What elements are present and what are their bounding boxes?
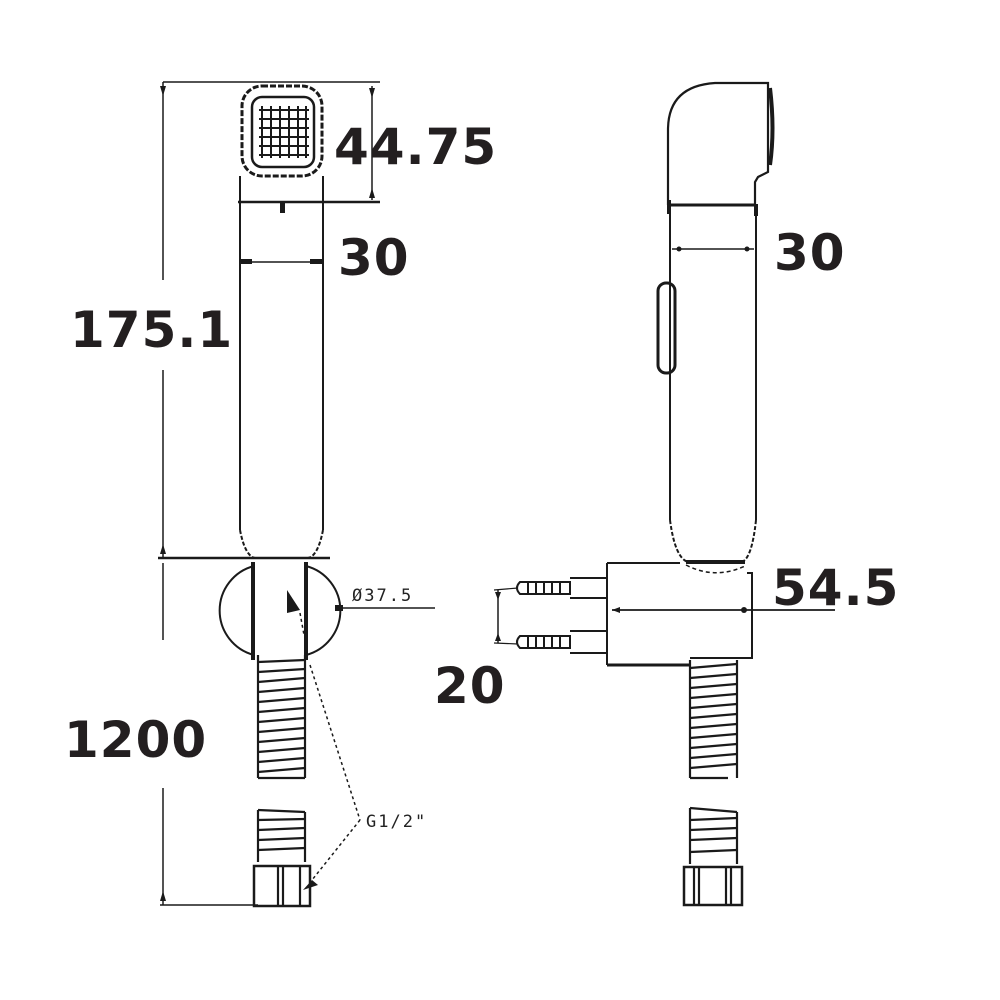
holder-diameter-note: Ø37.5 (352, 586, 414, 606)
thread-spec-note: G1/2" (366, 812, 428, 832)
front-view (158, 81, 435, 908)
screw-spacing-dimension: 20 (434, 657, 506, 715)
handle-depth-dimension: 30 (774, 224, 846, 282)
holder-depth-dimension: 54.5 (772, 559, 900, 617)
head-height-dimension: 44.75 (334, 118, 498, 176)
side-view (493, 81, 835, 907)
handle-width-dimension: 30 (338, 229, 410, 287)
hose-length-dimension: 1200 (64, 711, 208, 769)
total-height-dimension: 175.1 (70, 301, 234, 359)
